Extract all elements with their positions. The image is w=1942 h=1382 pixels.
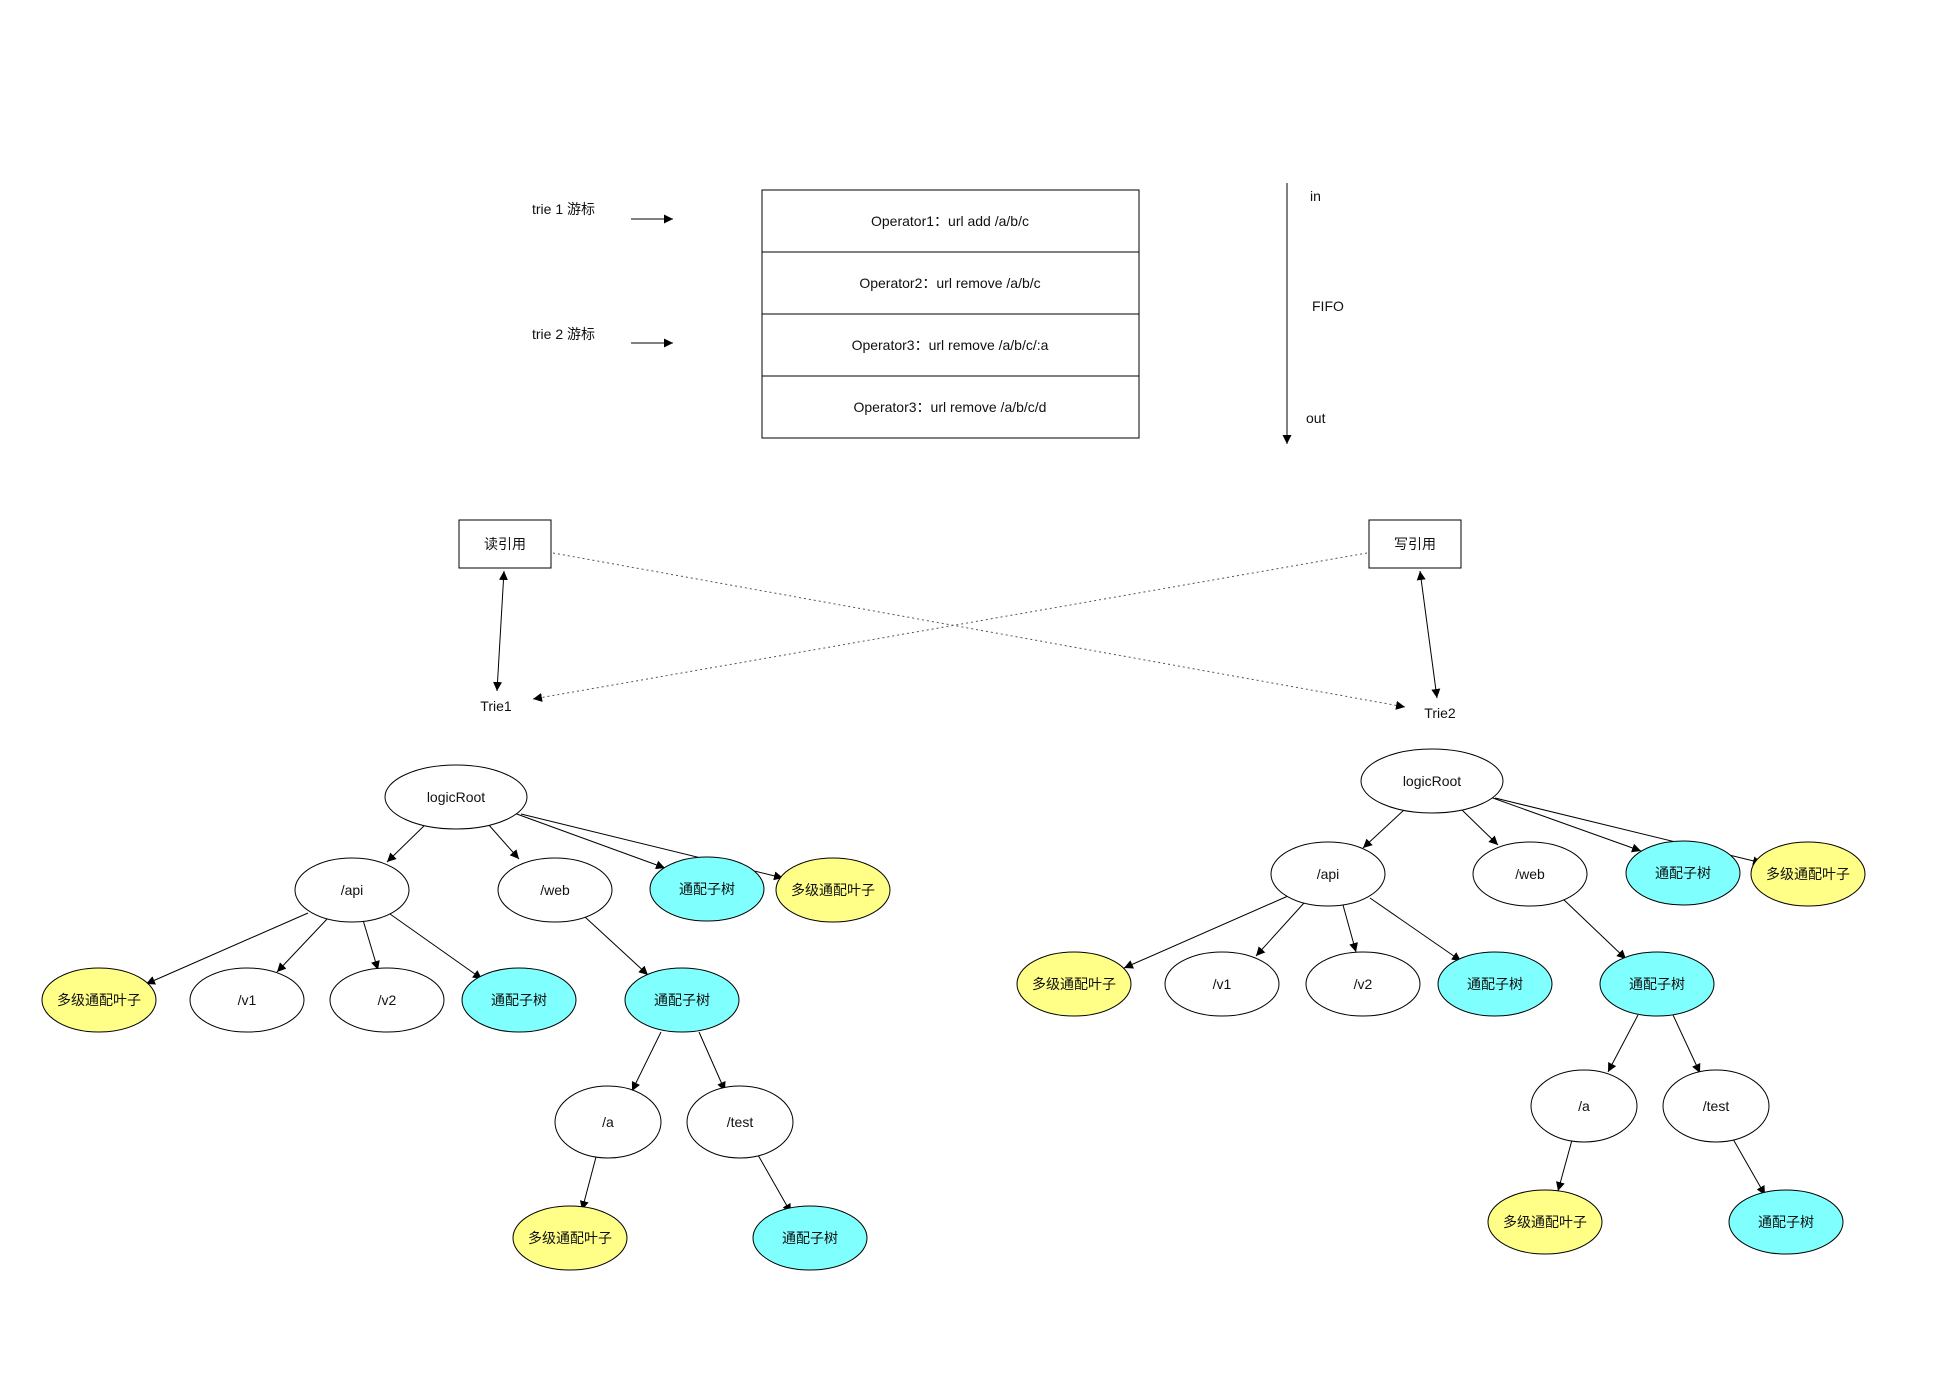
trie2-api-multi-wildcard-leaf-node: 多级通配叶子 bbox=[1016, 951, 1132, 1017]
node-label: /test bbox=[1703, 1098, 1730, 1114]
trie2-logicroot-node: logicRoot bbox=[1360, 748, 1504, 814]
trie2-api-wildcard-subtree-node: 通配子树 bbox=[1437, 951, 1553, 1017]
trie2-a-multi-wildcard-leaf-node: 多级通配叶子 bbox=[1487, 1189, 1603, 1255]
queue-cell: Operator2：url remove /a/b/c bbox=[761, 251, 1140, 315]
write-reference-label: 写引用 bbox=[1394, 536, 1436, 552]
node-label: /v2 bbox=[378, 992, 397, 1008]
queue-cell: Operator3：url remove /a/b/c/d bbox=[761, 375, 1140, 439]
trie1-test-wildcard-subtree-node: 通配子树 bbox=[752, 1205, 868, 1271]
read-reference-box: 读引用 bbox=[458, 519, 552, 569]
trie1-edges bbox=[145, 812, 792, 1214]
node-label: 通配子树 bbox=[1629, 976, 1685, 992]
node-label: /web bbox=[1515, 866, 1545, 882]
node-label: /api bbox=[341, 882, 364, 898]
trie2-root-wildcard-subtree-node: 通配子树 bbox=[1625, 840, 1741, 906]
trie1-web-wildcard-subtree-node: 通配子树 bbox=[624, 967, 740, 1033]
trie1-a-node: /a bbox=[554, 1085, 662, 1159]
operation-label: Operator3：url remove /a/b/c/d bbox=[854, 399, 1047, 415]
node-label: 多级通配叶子 bbox=[1032, 976, 1116, 992]
trie1-api-wildcard-subtree-node: 通配子树 bbox=[461, 967, 577, 1033]
read-reference-label: 读引用 bbox=[484, 536, 526, 552]
operation-label: Operator1：url add /a/b/c bbox=[871, 213, 1029, 229]
node-label: /v1 bbox=[1213, 976, 1232, 992]
node-label: 多级通配叶子 bbox=[791, 882, 875, 898]
trie2-v2-node: /v2 bbox=[1305, 951, 1421, 1017]
trie1-api-node: /api bbox=[294, 857, 410, 923]
trie2-edges bbox=[1123, 796, 1766, 1196]
node-label: 通配子树 bbox=[1655, 865, 1711, 881]
trie1-web-node: /web bbox=[497, 857, 613, 923]
trie2-web-node: /web bbox=[1472, 841, 1588, 907]
node-label: /a bbox=[1578, 1098, 1590, 1114]
node-label: 多级通配叶子 bbox=[1503, 1214, 1587, 1230]
trie1-root-wildcard-subtree-node: 通配子树 bbox=[649, 856, 765, 922]
trie2-v1-node: /v1 bbox=[1164, 951, 1280, 1017]
operation-label: Operator3：url remove /a/b/c/:a bbox=[852, 337, 1049, 353]
trie1-tree: logicRoot /api /web 通配子树 多级通配叶子 多级通配叶子 bbox=[41, 764, 891, 1271]
trie1-cursor-label: trie 1 游标 bbox=[532, 201, 595, 217]
trie1-api-multi-wildcard-leaf-node: 多级通配叶子 bbox=[41, 967, 157, 1033]
write-ref-to-trie2-link bbox=[1416, 570, 1441, 699]
trie2-root-multi-wildcard-leaf-node: 多级通配叶子 bbox=[1750, 841, 1866, 907]
node-label: logicRoot bbox=[1403, 773, 1461, 789]
node-label: /web bbox=[540, 882, 570, 898]
trie2-test-wildcard-subtree-node: 通配子树 bbox=[1728, 1189, 1844, 1255]
node-label: 通配子树 bbox=[782, 1230, 838, 1246]
trie1-v1-node: /v1 bbox=[189, 967, 305, 1033]
node-label: 通配子树 bbox=[1467, 976, 1523, 992]
node-label: /api bbox=[1317, 866, 1340, 882]
operation-label: Operator2：url remove /a/b/c bbox=[859, 275, 1040, 291]
trie1-a-multi-wildcard-leaf-node: 多级通配叶子 bbox=[512, 1205, 628, 1271]
read-ref-to-trie2-dotted-link bbox=[552, 552, 1406, 710]
node-label: /a bbox=[602, 1114, 614, 1130]
trie1-test-node: /test bbox=[686, 1085, 794, 1159]
node-label: /v1 bbox=[238, 992, 257, 1008]
read-ref-to-trie1-link bbox=[493, 570, 508, 692]
trie2-test-node: /test bbox=[1662, 1069, 1770, 1143]
fifo-label: FIFO bbox=[1312, 298, 1344, 314]
trie1-logicroot-node: logicRoot bbox=[384, 764, 528, 830]
write-reference-box: 写引用 bbox=[1368, 519, 1462, 569]
trie2-web-wildcard-subtree-node: 通配子树 bbox=[1599, 951, 1715, 1017]
node-label: 通配子树 bbox=[679, 881, 735, 897]
node-label: 通配子树 bbox=[654, 992, 710, 1008]
queue-cell: Operator3：url remove /a/b/c/:a bbox=[761, 313, 1140, 377]
queue-out-label: out bbox=[1306, 410, 1326, 426]
trie1-root-multi-wildcard-leaf-node: 多级通配叶子 bbox=[775, 857, 891, 923]
trie1-v2-node: /v2 bbox=[329, 967, 445, 1033]
node-label: logicRoot bbox=[427, 789, 485, 805]
queue-cell: Operator1：url add /a/b/c bbox=[761, 189, 1140, 253]
write-ref-to-trie1-dotted-link bbox=[532, 552, 1368, 702]
node-label: 多级通配叶子 bbox=[528, 1230, 612, 1246]
trie2-label: Trie2 bbox=[1424, 705, 1456, 721]
node-label: 通配子树 bbox=[1758, 1214, 1814, 1230]
node-label: 通配子树 bbox=[491, 992, 547, 1008]
trie2-api-node: /api bbox=[1270, 841, 1386, 907]
operation-queue: Operator1：url add /a/b/c Operator2：url r… bbox=[761, 189, 1140, 439]
queue-in-label: in bbox=[1310, 188, 1321, 204]
trie2-tree: logicRoot /api /web 通配子树 多级通配叶子 多级通配叶子 bbox=[1016, 748, 1866, 1255]
trie1-label: Trie1 bbox=[480, 698, 512, 714]
trie2-a-node: /a bbox=[1530, 1069, 1638, 1143]
node-label: 多级通配叶子 bbox=[57, 992, 141, 1008]
trie2-cursor-label: trie 2 游标 bbox=[532, 326, 595, 342]
node-label: 多级通配叶子 bbox=[1766, 866, 1850, 882]
node-label: /v2 bbox=[1354, 976, 1373, 992]
node-label: /test bbox=[727, 1114, 754, 1130]
